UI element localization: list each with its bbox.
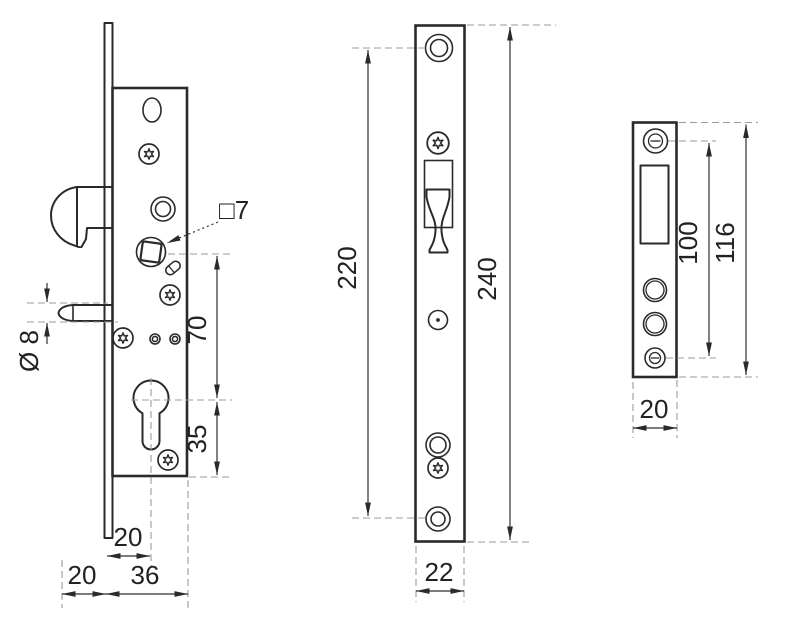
small-hole — [149, 333, 161, 345]
torx-screw-icon — [159, 284, 181, 306]
hook-bolt-side — [50, 186, 113, 249]
dim-116-label: 116 — [710, 222, 740, 263]
fixing-hole-top-inner — [429, 38, 449, 58]
small-hole-inner — [171, 335, 179, 343]
dim-front-offset-label: 20 — [68, 560, 97, 590]
torx-screw-icon — [426, 131, 450, 155]
torx-screw-icon — [138, 143, 160, 165]
fixing-hole-bottom — [425, 506, 451, 532]
strike-screw-hole-bottom-inner — [648, 351, 662, 365]
faceplate-front — [414, 24, 466, 543]
strike-round-hole — [642, 277, 668, 303]
oval-slot — [142, 97, 162, 123]
spindle-hub — [135, 236, 167, 268]
fixing-hole-bottom-inner — [430, 511, 446, 527]
pin-hole — [427, 309, 449, 331]
cylinder-fixing-ring — [425, 432, 451, 458]
faceplate-view: 220 240 22 — [332, 24, 556, 602]
hook-bolt-cutout — [423, 159, 454, 229]
dim-22-label: 22 — [425, 557, 454, 587]
torx-screw-icon — [427, 457, 449, 479]
small-hole-inner — [151, 335, 159, 343]
strike-round-hole — [642, 311, 668, 337]
dim-70-label: 70 — [182, 316, 212, 345]
strike-round-hole-inner — [645, 314, 665, 334]
small-hole — [169, 333, 181, 345]
dim-pin-diameter-label: Ø 8 — [14, 330, 44, 372]
pin-hole-center-dot — [436, 318, 440, 322]
strike-bolt-cutout — [639, 164, 670, 245]
follower-ring-inner — [154, 200, 172, 218]
dim-case-depth-label: 36 — [131, 560, 160, 590]
strike-screw-hole-top-inner — [647, 133, 664, 149]
hook-bolt-front — [425, 188, 451, 254]
fixing-hole-top — [424, 33, 454, 63]
dim-220-label: 220 — [332, 246, 362, 289]
dim-100-label: 100 — [673, 221, 703, 264]
cylinder-fixing-ring-inner — [429, 436, 447, 454]
strike-plate — [631, 121, 678, 379]
capsule-detail — [165, 260, 181, 276]
strike-screw-hole-bottom — [644, 347, 666, 369]
torx-screw-icon — [112, 327, 134, 349]
guide-pin — [57, 304, 113, 322]
torx-screw-icon — [157, 449, 179, 471]
dim-240-label: 240 — [472, 257, 502, 300]
strike-plate-view: 100 116 20 — [631, 121, 758, 438]
spindle-square-hole — [139, 240, 163, 264]
side-view: Ø 8 □7 70 35 20 20 36 — [14, 22, 249, 608]
dim-35-label: 35 — [182, 425, 212, 454]
follower-ring-outer — [150, 196, 176, 222]
leader-line — [166, 221, 219, 244]
spindle-size-label: □7 — [219, 195, 249, 225]
dim-20-label: 20 — [640, 394, 669, 424]
strike-round-hole-inner — [645, 280, 665, 300]
strike-screw-hole-top — [642, 128, 669, 154]
lock-case — [111, 86, 189, 478]
dim-backset-label: 20 — [114, 522, 143, 552]
